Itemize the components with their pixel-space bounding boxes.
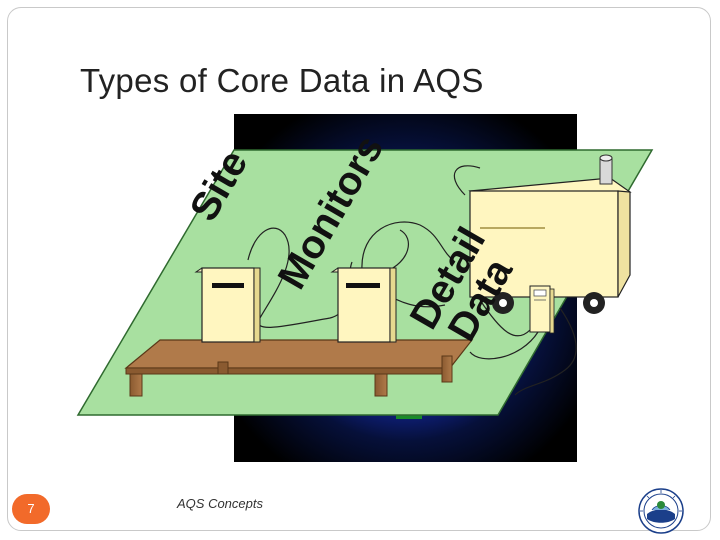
epa-seal-logo-icon — [638, 488, 684, 534]
footer-text: AQS Concepts — [177, 496, 263, 511]
monitor-instrument-left — [194, 267, 261, 343]
monitor-instrument-right — [330, 267, 397, 343]
instrument-table — [124, 339, 474, 397]
slide-title: Types of Core Data in AQS — [80, 62, 484, 99]
page-number-badge: 7 — [12, 494, 50, 524]
sampler-unit — [529, 285, 555, 334]
monitoring-shelter — [468, 154, 632, 314]
